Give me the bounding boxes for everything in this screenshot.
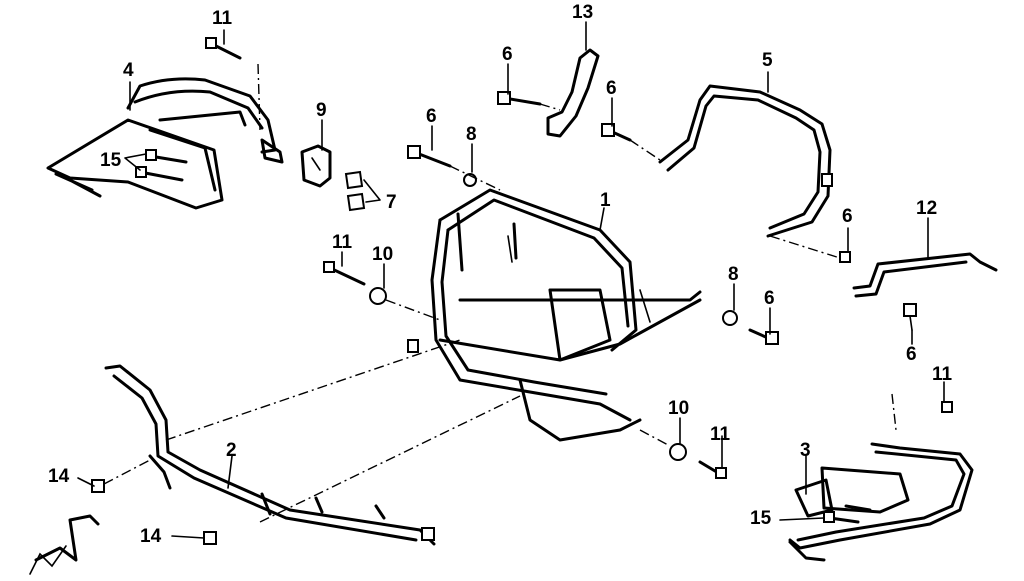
bolt-6-lower-right [903,303,917,331]
part-12-brace [769,235,998,298]
front-direction-arrow-icon [29,514,100,575]
part-13-stay [546,48,600,138]
leader-lines [77,21,945,539]
callout-6-b: 6 [606,78,617,99]
callout-6-f: 6 [906,344,917,365]
callout-11-mid-left: 11 [332,232,353,253]
callout-10-right: 10 [668,398,689,419]
callout-3: 3 [800,440,811,461]
callout-11-right-top: 11 [932,364,953,385]
part-1-main-frame [407,188,702,442]
callout-15-right: 15 [750,508,772,529]
callout-9: 9 [316,100,327,121]
callout-10-left: 10 [372,244,393,265]
callout-14-left: 14 [48,466,70,487]
callout-labels: 11 4 15 9 7 13 6 6 5 6 8 1 6 12 11 10 8 … [48,2,953,547]
callout-6-a: 6 [502,44,513,65]
bolt-6-washer-8-center [407,145,501,191]
bolts-6-upper [497,91,661,161]
callout-7: 7 [386,192,397,213]
callout-4: 4 [123,60,134,81]
part-2-lower-cradle [104,339,521,546]
callout-6-c: 6 [426,106,437,127]
callout-11-top-left: 11 [212,8,233,29]
part-3-right-step-bracket [788,393,974,562]
callout-6-e: 6 [764,288,775,309]
bolts-7 [344,170,381,212]
part-4-left-step-bracket [46,77,284,210]
callout-2: 2 [226,440,237,461]
bolts-15-left [135,149,188,182]
callout-11-right-mid: 11 [710,424,731,445]
callout-12: 12 [916,198,937,219]
part-9-mount-plate [300,144,332,188]
washer-10-bolt-11-left [323,261,441,321]
bolts-15-right [823,504,872,524]
callout-14-bottom: 14 [140,526,162,547]
callout-13: 13 [572,2,593,23]
washer-10-bolt-11-right [639,429,727,479]
callout-1: 1 [600,190,611,211]
callout-5: 5 [762,50,773,71]
washer-8-bolt-6-right [722,310,779,345]
callout-8-b: 8 [728,264,739,285]
callout-15-left: 15 [100,150,122,171]
bolt-11-top-left [205,37,261,131]
part-5-rear-loop [658,84,833,238]
callout-6-d: 6 [842,206,853,227]
callout-8-a: 8 [466,124,477,145]
